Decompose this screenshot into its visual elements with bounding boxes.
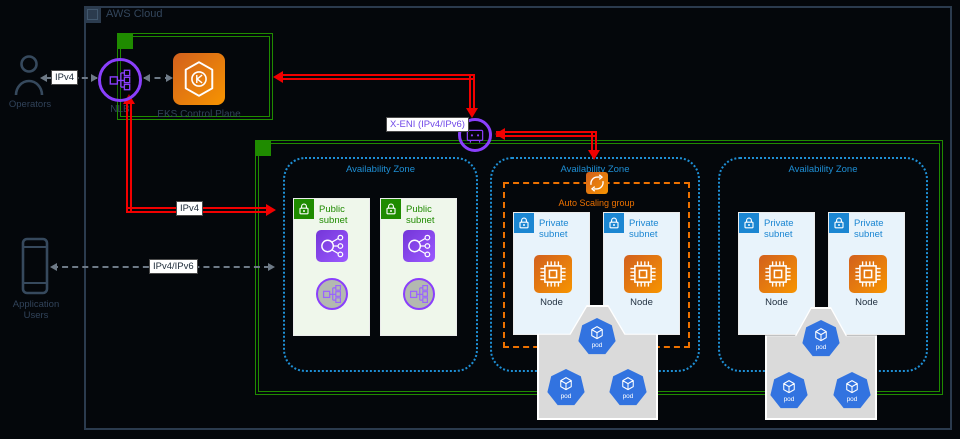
operators-ip-label: IPv4 [51,70,79,85]
red-arrow-down-icon [466,108,478,118]
eks-icon [173,53,225,105]
private-subnet-3: Private subnet Node [738,212,815,335]
lock-icon [739,213,759,233]
az1-label: Availability Zone [345,164,415,175]
eks-cluster-corner-icon [117,33,133,49]
gray-arrow-right-icon [166,74,173,82]
nlb-subnet-ip-label: IPv4 [176,201,204,216]
eks-control-plane-label: EKS Control Plane [157,109,241,120]
availability-zone-1: Availability Zone [283,157,478,372]
lock-icon [604,213,624,233]
lock-icon [294,199,314,219]
red-link-eni-eks-horizontal [283,74,473,80]
auto-scaling-group-label: Auto Scaling group [558,198,635,208]
elastic-load-balancing-icon [316,230,348,262]
public-subnet-1: Public subnet [293,198,370,336]
pod-label: pod [846,396,858,403]
public-subnet-2: Public subnet [380,198,457,336]
red-arrow-left-icon [273,71,283,83]
aws-cloud-icon [84,6,101,23]
lock-icon [381,199,401,219]
node-label: Node [765,297,788,308]
red-link-eni-eks-vertical [469,74,475,110]
node-label: Node [855,297,878,308]
private-subnet-2: Private subnet Node [603,212,680,335]
aws-cloud-frame [84,6,952,430]
red-link-eni-az2-vertical [591,131,597,151]
pod-label: pod [783,396,795,403]
aws-cloud-title: AWS Cloud [106,8,163,20]
ec2-node-icon [624,255,662,293]
az3-label: Availability Zone [788,164,858,175]
users-ip-label: IPv4/IPv6 [149,259,198,274]
az2-label: Availability Zone [560,164,630,175]
nlb-label: NLB [110,104,130,115]
private-subnet-2-label: Private subnet [629,218,659,240]
gray-arrow-right-icon [268,263,275,271]
ec2-node-icon [759,255,797,293]
gray-arrow-left-icon [40,74,47,82]
private-subnet-1: Private subnet Node [513,212,590,335]
auto-scaling-icon [586,172,608,194]
load-balancer-listener-icon [316,278,348,310]
pod-label: pod [560,393,572,400]
person-icon [13,53,45,102]
gray-arrow-left-icon [50,263,57,271]
dashed-link-nlb-eks [144,77,171,79]
gray-arrow-left-icon [143,74,150,82]
private-subnet-4-label: Private subnet [854,218,884,240]
elastic-load-balancing-icon [403,230,435,262]
x-eni-label: X-ENI (IPv4/IPv6) [386,117,469,132]
mobile-client-icon [21,237,49,300]
operators-label: Operators [8,99,52,110]
public-subnet-1-label: Public subnet [319,204,348,226]
network-load-balancer-icon [98,58,142,102]
red-arrow-down-icon [588,150,600,160]
red-link-eni-az2-horizontal [496,131,596,137]
private-subnet-4: Private subnet Node [828,212,905,335]
red-arrow-left-icon [495,128,505,140]
red-arrow-right-icon [266,204,276,216]
pod-label: pod [591,342,603,349]
lock-icon [829,213,849,233]
pod-label: pod [815,344,827,351]
lock-icon [514,213,534,233]
application-users-label: Application Users [12,299,60,321]
ec2-node-icon [849,255,887,293]
vpc-corner-icon [255,140,271,156]
node-label: Node [540,297,563,308]
public-subnet-2-label: Public subnet [406,204,435,226]
gray-arrow-right-icon [91,74,98,82]
node-label: Node [630,297,653,308]
ec2-node-icon [534,255,572,293]
red-link-nlb-subnet-vertical [126,104,132,212]
private-subnet-1-label: Private subnet [539,218,569,240]
load-balancer-listener-icon [403,278,435,310]
pod-label: pod [622,393,634,400]
private-subnet-3-label: Private subnet [764,218,794,240]
